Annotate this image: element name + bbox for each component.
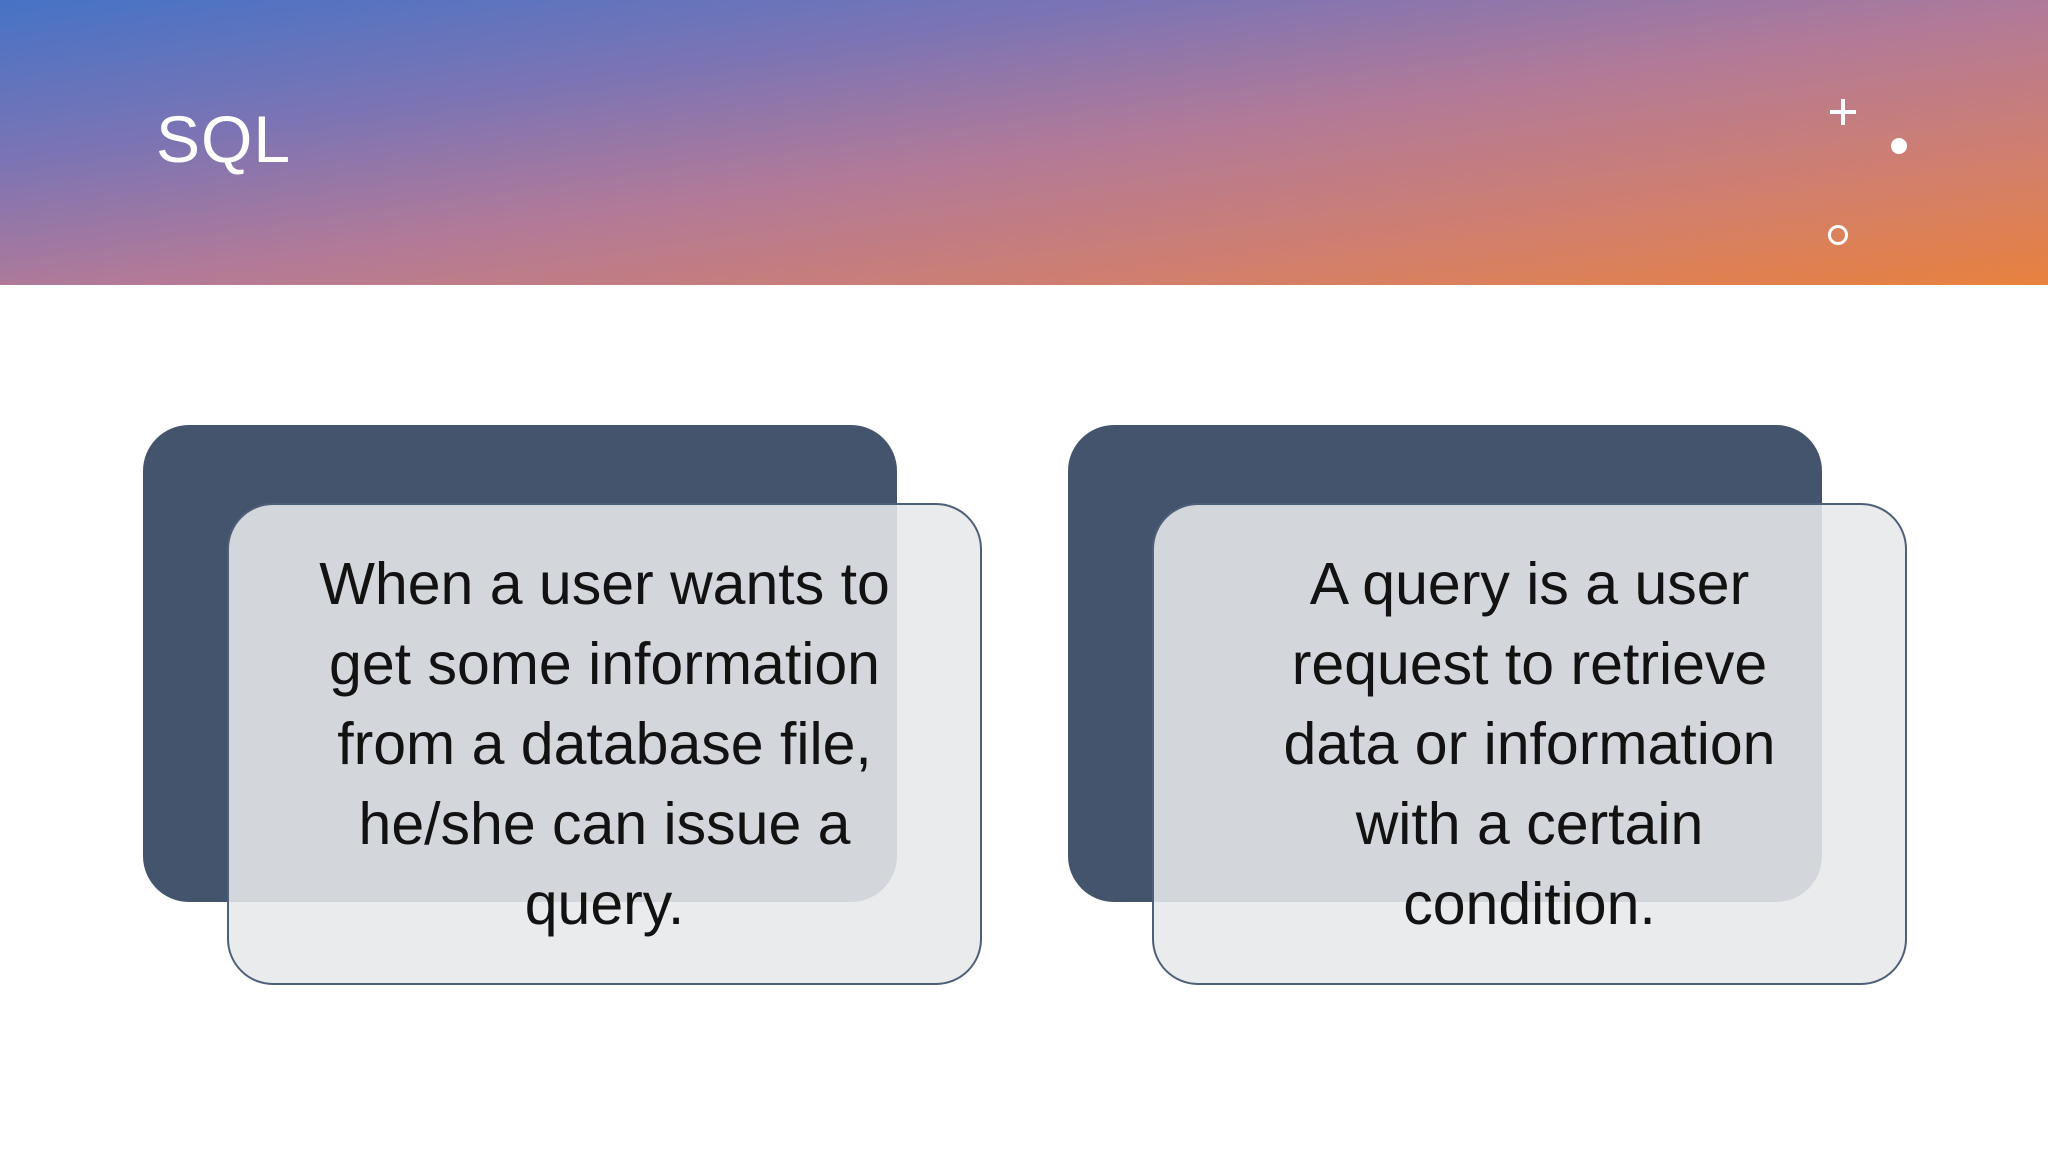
card-text-line: condition. (1403, 871, 1656, 937)
card-text-line: he/she can issue a (358, 791, 851, 857)
card-text-line: When a user wants to (319, 551, 890, 617)
card-text-line: with a certain (1355, 791, 1704, 857)
slide-title: SQL (156, 102, 292, 176)
card-text-line: request to retrieve (1291, 631, 1768, 697)
ring-icon (1828, 225, 1848, 245)
card-text-line: A query is a user (1309, 551, 1750, 617)
card-front-panel: A query is a user request to retrieve da… (1152, 503, 1907, 985)
plus-icon (1830, 99, 1856, 125)
header-banner: SQL (0, 0, 2048, 285)
card-front-panel: When a user wants to get some informatio… (227, 503, 982, 985)
header-decorations (1828, 99, 1907, 245)
dot-icon (1891, 138, 1907, 154)
card-text-line: data or information (1283, 711, 1776, 777)
card-text-line: from a database file, (337, 711, 872, 777)
card-text-line: get some information (329, 631, 880, 697)
card-text-line: query. (524, 871, 685, 937)
